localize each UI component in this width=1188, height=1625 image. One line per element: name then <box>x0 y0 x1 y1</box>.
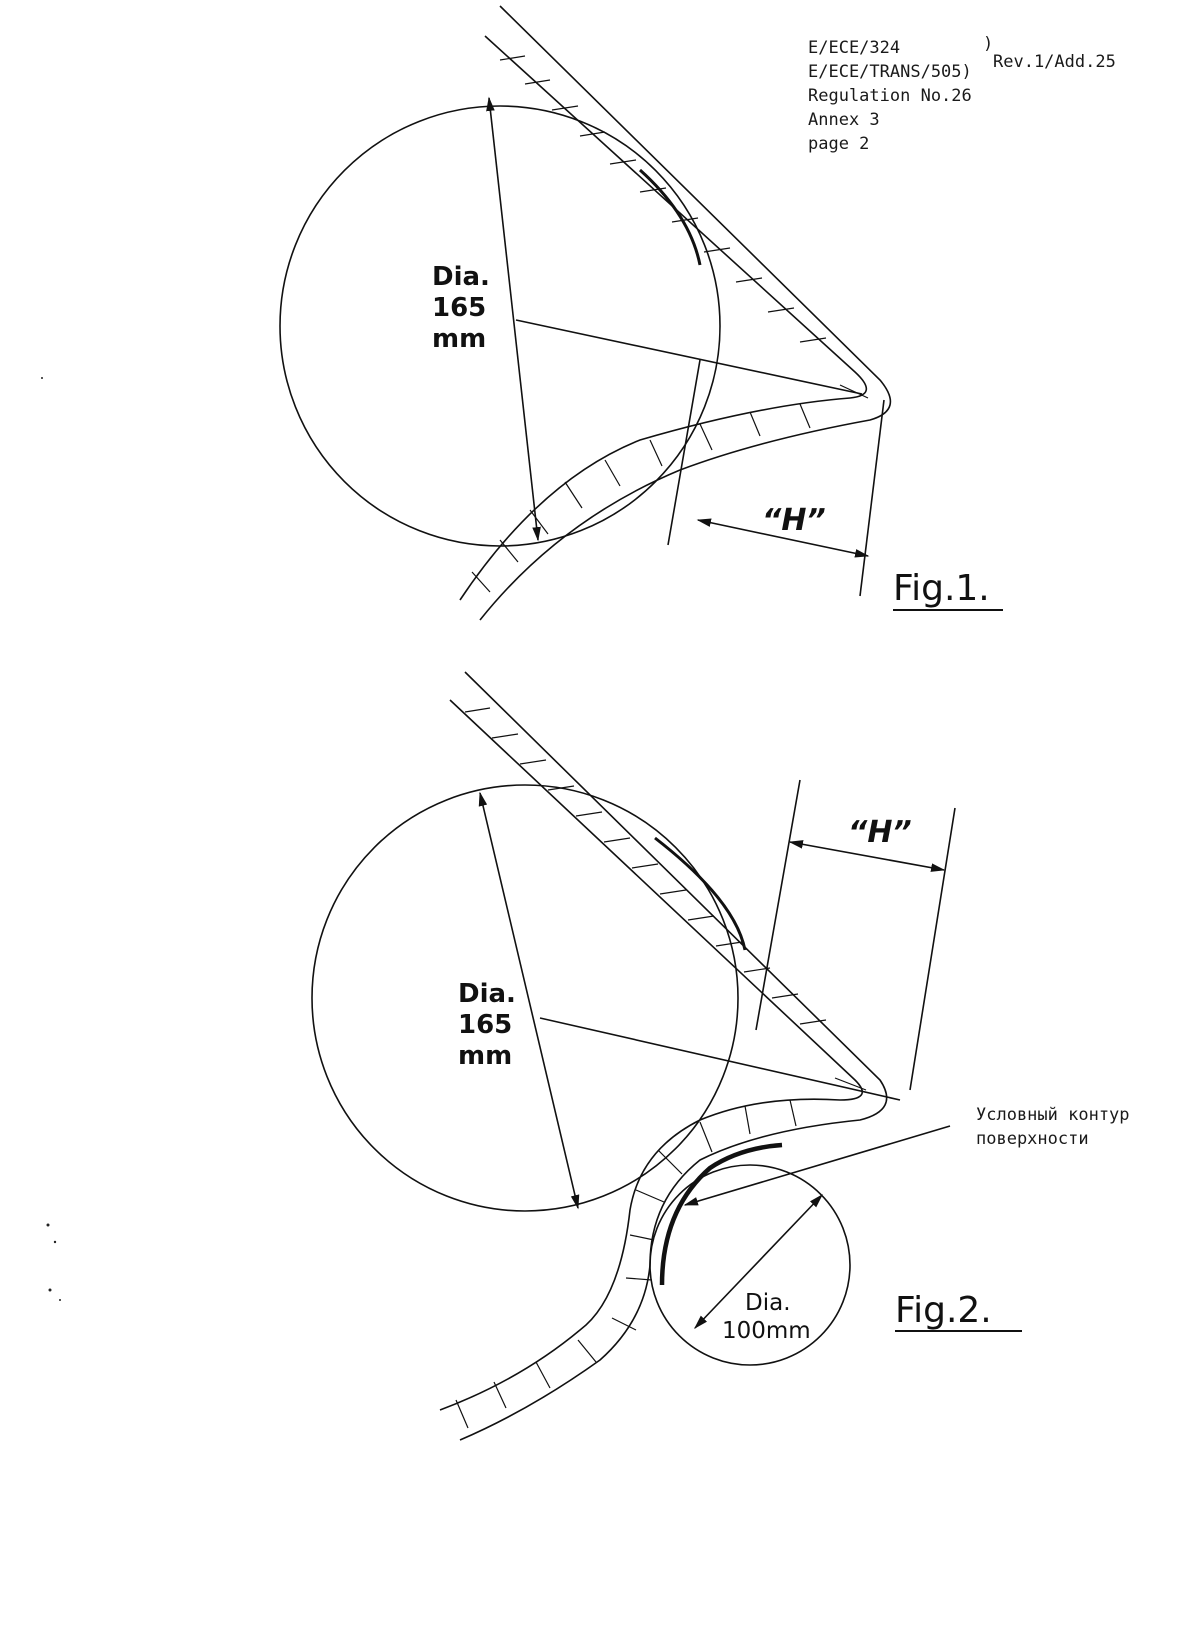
fig2-dia-label-1: Dia. <box>458 979 516 1009</box>
fig1-h-label: “H” <box>762 503 826 538</box>
note-line-2: поверхности <box>976 1127 1130 1151</box>
fig2-dia-label-2: 165 <box>458 1010 512 1040</box>
fig1-dia-label-1: Dia. <box>432 262 490 292</box>
fig2-sphere-165 <box>312 785 738 1211</box>
fig1-h-extension-right <box>860 400 884 596</box>
note-line-1: Условный контур <box>976 1103 1130 1127</box>
surface-contour-note: Условный контур поверхности <box>976 1103 1130 1151</box>
fig2-panel-outer <box>460 672 887 1440</box>
fig2-small-contact-line <box>685 1126 950 1205</box>
fig1-dia-label-3: mm <box>432 324 486 354</box>
fig1-sphere-165 <box>280 106 720 546</box>
figure-1 <box>280 6 1003 620</box>
fig2-small-dia-label-1: Dia. <box>745 1290 791 1316</box>
fig2-h-extension-left <box>756 780 800 1030</box>
fig2-dia-label-3: mm <box>458 1041 512 1071</box>
fig2-h-label: “H” <box>848 815 912 850</box>
fig2-caption: Fig.2. <box>895 1290 992 1331</box>
fig2-h-extension-right <box>910 808 955 1090</box>
fig2-contact-line <box>540 1018 900 1100</box>
fig1-panel-outer <box>480 6 890 620</box>
fig2-small-dia-label-2: 100mm <box>722 1318 811 1344</box>
fig1-h-extension-left <box>668 360 700 545</box>
scan-specks <box>41 377 61 1301</box>
fig1-caption: Fig.1. <box>893 568 990 609</box>
fig1-diameter-line <box>489 98 538 540</box>
fig1-dia-label-2: 165 <box>432 293 486 323</box>
